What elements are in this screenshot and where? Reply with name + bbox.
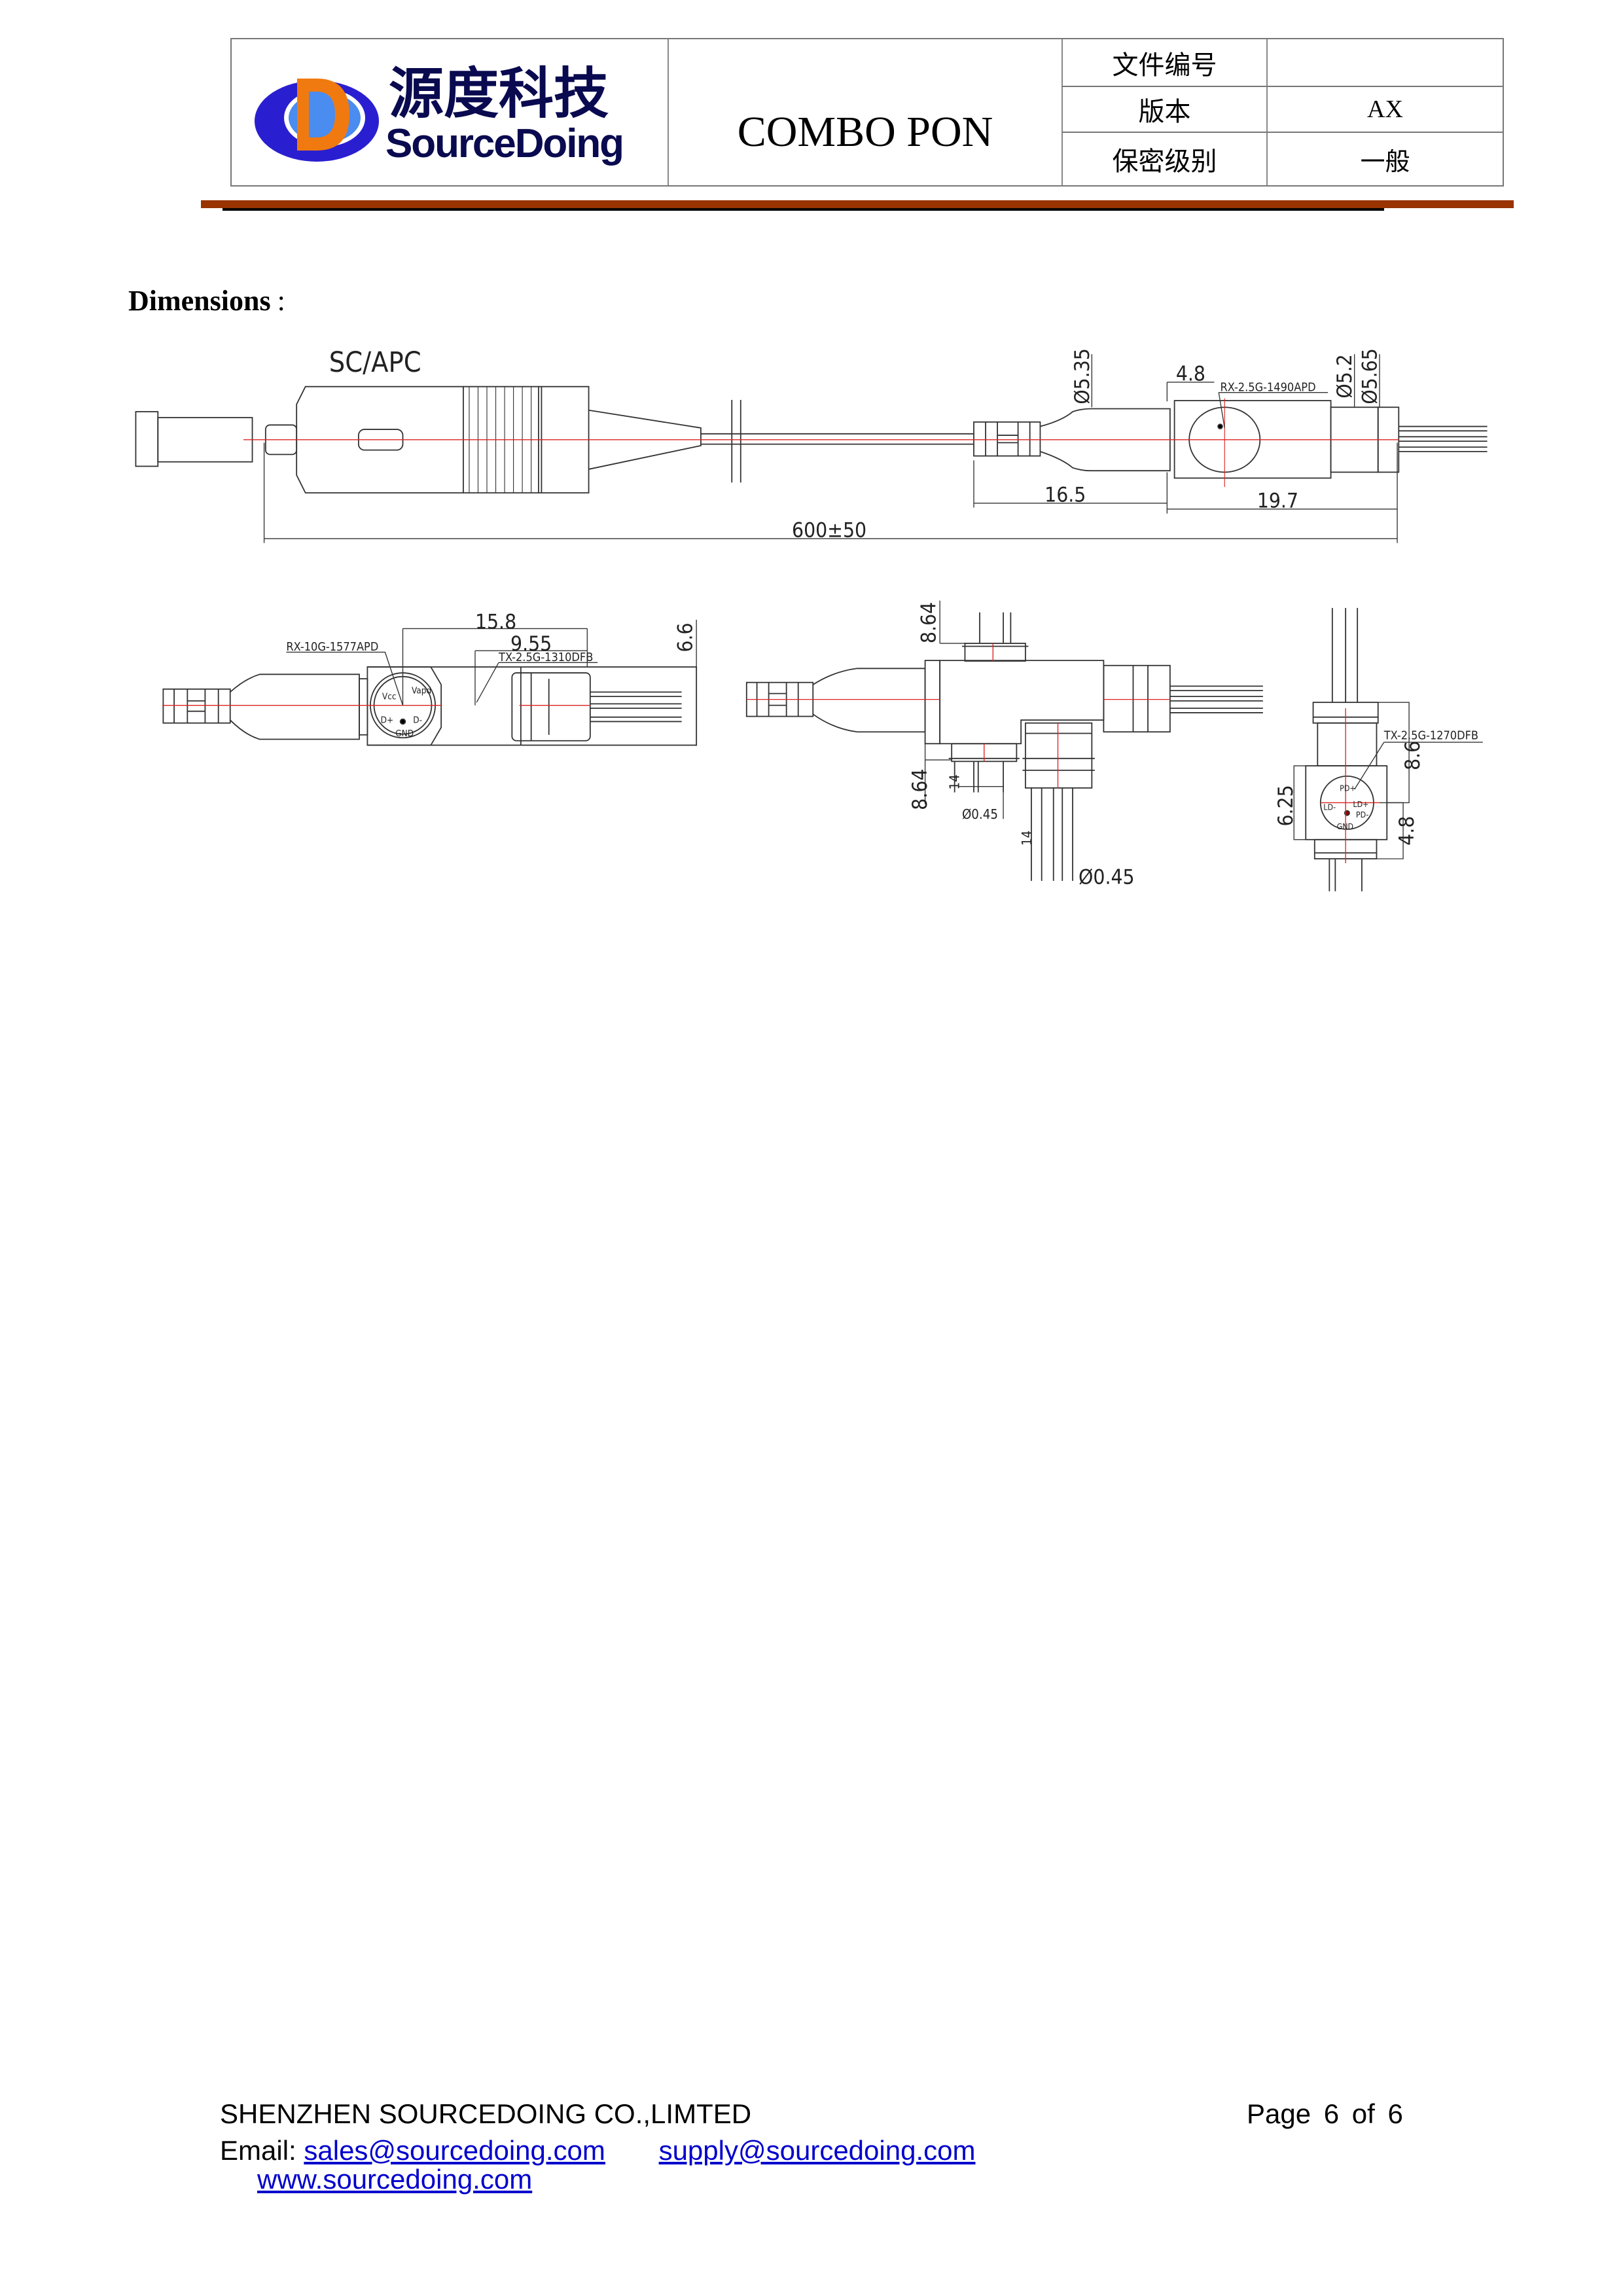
title-cell: COMBO PON [668, 39, 1061, 185]
pin-pd-plus: PD+ [1340, 783, 1356, 793]
total-pages: 6 [1387, 2098, 1403, 2129]
value-cell: 一般 [1266, 133, 1503, 185]
rx-1577-label: RX-10G-1577APD [286, 640, 378, 654]
pin-pd-minus: PD- [1356, 810, 1368, 819]
email-label: Email: [220, 2135, 296, 2166]
drawing-top-assembly: SC/APC [135, 346, 1488, 543]
dim-dia-5-65: Ø5.65 [1358, 348, 1382, 404]
section-title-text: Dimensions [128, 285, 271, 317]
dim-6-6: 6.6 [673, 622, 697, 652]
drawing-end-view: PD+ LD- LD+ PD- GND TX-2.5G-1270DFB 8.6 … [1274, 607, 1483, 891]
footer-company: SHENZHEN SOURCEDOING CO.,LIMTED [220, 2098, 752, 2129]
pin-vapd: Vapd [412, 686, 431, 696]
dim-pin-length-14b: 14 [1019, 831, 1035, 846]
dim-16-5: 16.5 [1044, 484, 1086, 507]
rx-1490-label: RX-2.5G-1490APD [1220, 380, 1315, 394]
website-link[interactable]: www.sourcedoing.com [257, 2164, 533, 2195]
header-underline [223, 208, 1384, 211]
dim-9-55: 9.55 [510, 632, 552, 656]
confidentiality-value: 一般 [1360, 148, 1410, 176]
footer-email-line: Email: sales@sourcedoing.com supply@sour… [220, 2135, 975, 2166]
dim-pin-length-14a: 14 [946, 774, 962, 789]
logo-en-text: SourceDoing [385, 121, 624, 166]
connector-label: SC/APC [329, 346, 421, 379]
dim-4-8: 4.8 [1176, 363, 1205, 386]
drawing-side-view: Vcc Vapd D+ D- GND 15.8 9.55 6.6 RX-10G-… [162, 610, 697, 746]
dim-19-7: 19.7 [1257, 490, 1298, 513]
dim-pin-dia-045b: Ø0.45 [1079, 865, 1135, 889]
label-cell: 文件编号 [1061, 39, 1266, 86]
pin-d-plus: D+ [381, 715, 394, 726]
header-rule [201, 200, 1514, 208]
label-cell: 版本 [1061, 87, 1266, 132]
tx-1270-label: TX-2.5G-1270DFB [1383, 729, 1478, 743]
section-title: Dimensions: [128, 284, 285, 317]
row-divider [1061, 86, 1504, 87]
company-logo: 源度科技 SourceDoing [251, 52, 644, 177]
tx-1310-label: TX-2.5G-1310DFB [498, 651, 593, 664]
dust-cap [135, 411, 253, 467]
dim-15-8: 15.8 [475, 610, 516, 634]
doc-number-label: 文件编号 [1112, 50, 1217, 81]
document-header-table: 源度科技 SourceDoing COMBO PON 文件编号 版本 AX 保密… [230, 38, 1504, 187]
dimension-lines [263, 354, 1398, 543]
dim-pin-dia-045a: Ø0.45 [962, 806, 998, 822]
dim-8-6: 8.6 [1401, 741, 1425, 770]
version-label: 版本 [1138, 97, 1191, 127]
value-cell [1266, 39, 1503, 86]
dim-bottom-8-64: 8.64 [908, 769, 932, 810]
dim-4-8-right: 4.8 [1395, 816, 1419, 846]
dim-top-8-64: 8.64 [917, 602, 940, 643]
logo-cn-text: 源度科技 [389, 62, 609, 126]
page-number: Page 6 of 6 [1247, 2098, 1403, 2130]
confidentiality-label: 保密级别 [1112, 147, 1217, 177]
pin-gnd: GND [395, 728, 414, 739]
fiber-cable [700, 399, 974, 483]
dim-dia-5-35: Ø5.35 [1071, 348, 1094, 404]
pin-ld-plus: LD+ [1353, 799, 1368, 809]
module-pins [1399, 425, 1488, 452]
row-divider [1061, 132, 1504, 133]
pin-vcc: Vcc [382, 692, 397, 702]
section-colon: : [277, 285, 285, 317]
supply-email-link[interactable]: supply@sourcedoing.com [658, 2135, 976, 2166]
pin-d-minus: D- [413, 715, 422, 726]
footer-website-line: www.sourcedoing.com [257, 2164, 532, 2195]
pin-ld-minus: LD- [1323, 802, 1336, 812]
pin-gnd-right: GND [1337, 821, 1354, 831]
dim-length-600: 600±50 [792, 519, 866, 543]
document-title: COMBO PON [737, 107, 993, 156]
drawing-top-view: 8.64 8.64 14 Ø0.45 14 Ø0.45 [745, 600, 1263, 889]
of-label: of [1351, 2098, 1375, 2129]
value-cell: AX [1266, 87, 1503, 132]
version-value: AX [1367, 96, 1403, 123]
page-label: Page [1247, 2098, 1311, 2129]
current-page: 6 [1323, 2098, 1340, 2129]
dim-6-25: 6.25 [1274, 785, 1298, 826]
dim-dia-5-2: Ø5.2 [1333, 354, 1357, 398]
sales-email-link[interactable]: sales@sourcedoing.com [304, 2135, 605, 2166]
label-cell: 保密级别 [1061, 133, 1266, 185]
